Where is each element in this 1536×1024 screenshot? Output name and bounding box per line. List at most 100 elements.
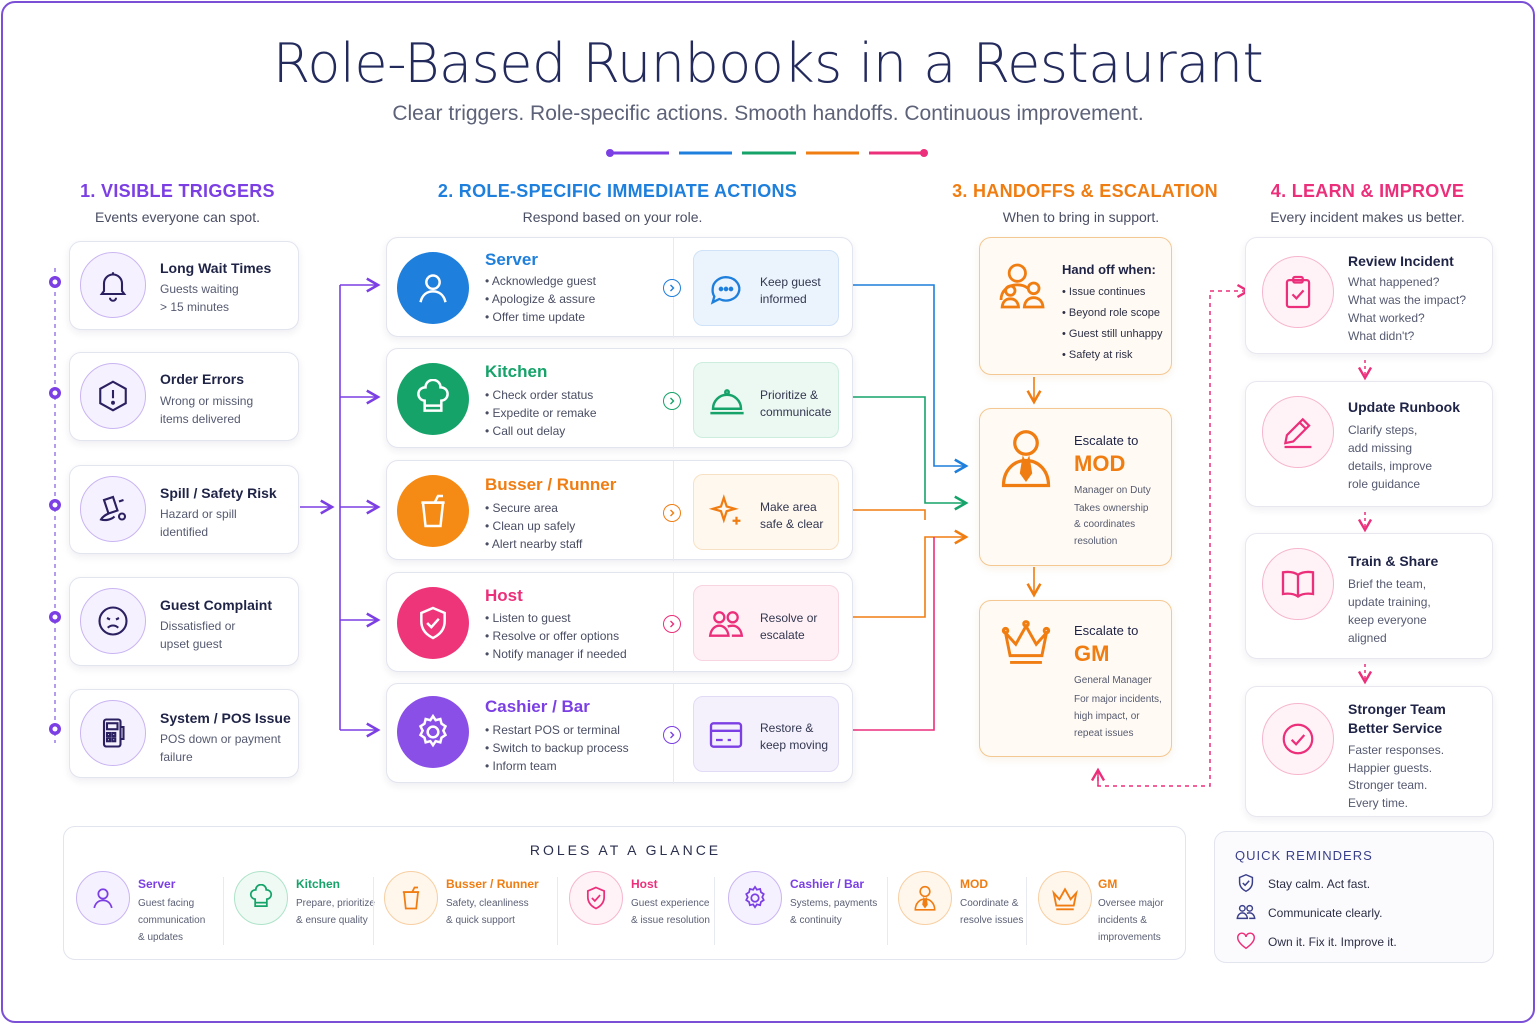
handoff-item: Issue continues [1062, 282, 1162, 303]
action-text: Resolve or [760, 611, 818, 625]
trigger-desc: Hazard or spill [160, 507, 237, 521]
role-step: Secure area [485, 499, 582, 517]
role-step: Clean up safely [485, 517, 582, 535]
glance-item-host: Host Guest experience& issue resolution [569, 867, 719, 951]
role-name: Server [485, 250, 538, 269]
escalate-label: Escalate to [1074, 623, 1139, 638]
learn-line: Every time. [1348, 796, 1409, 810]
action-box-server: Keep guest informed [693, 250, 839, 326]
section-heading-triggers: 1. VISIBLE TRIGGERS [80, 181, 275, 201]
role-steps: Check order status Expedite or remake Ca… [485, 386, 597, 440]
glance-name: Kitchen [296, 877, 341, 891]
section-heading-handoffs: 3. HANDOFFS & ESCALATION [952, 181, 1218, 201]
trigger-desc: Dissatisfied or [160, 619, 236, 633]
learn-line: What worked? [1348, 311, 1425, 325]
escalate-gm-desc: For major incidents, [1074, 694, 1162, 705]
section-sub-learn: Every incident makes us better. [1270, 209, 1465, 225]
role-step: Call out delay [485, 422, 597, 440]
glance-title: ROLES AT A GLANCE [529, 842, 722, 858]
role-steps: Secure area Clean up safely Alert nearby… [485, 499, 583, 553]
action-text: safe & clear [760, 517, 824, 531]
handoff-item: Guest still unhappy [1062, 324, 1163, 345]
learn-name: Stronger Team [1348, 701, 1446, 717]
section-heading-actions: 2. ROLE-SPECIFIC IMMEDIATE ACTIONS [437, 181, 798, 201]
handoff-title: Hand off when: [1062, 262, 1156, 277]
learn-line: details, improve [1348, 459, 1433, 473]
upset-face-icon [80, 588, 146, 654]
trigger-desc: upset guest [160, 637, 223, 651]
trigger-desc: Wrong or missing [160, 394, 254, 408]
section-heading-learn: 4. LEARN & IMPROVE [1270, 181, 1465, 201]
role-step: Check order status [485, 386, 597, 404]
role-step: Alert nearby staff [485, 535, 583, 553]
chevron-right-icon [663, 392, 681, 410]
learn-line: add missing [1348, 441, 1413, 455]
people-icon [1236, 904, 1256, 920]
role-name: Host [485, 586, 523, 605]
glance-item-cashier: Cashier / Bar Systems, payments& continu… [728, 867, 888, 951]
learn-line: Happier guests. [1348, 761, 1433, 775]
action-text: Keep guest [760, 275, 821, 289]
glance-item-mod: MOD Coordinate &resolve issues [898, 867, 1038, 951]
trigger-card-complaint: Guest Complaint Dissatisfied or upset gu… [69, 577, 299, 666]
learn-line: keep everyone [1348, 613, 1427, 627]
learn-line: Clarify steps, [1348, 423, 1418, 437]
manager-icon [898, 871, 952, 925]
heart-icon [1237, 932, 1255, 950]
action-text: Prioritize & [760, 388, 819, 402]
shield-check-icon [397, 587, 469, 659]
learn-name-2: Better Service [1348, 720, 1443, 736]
trigger-name: System / POS Issue [160, 710, 291, 726]
escalate-gm-desc: high impact, or [1074, 711, 1140, 722]
glance-name: Server [138, 877, 176, 891]
role-steps: Acknowledge guest Apologize & assure Off… [485, 272, 596, 326]
handoff-list: Issue continues Beyond role scope Guest … [1062, 282, 1163, 366]
action-box-kitchen: Prioritize & communicate [693, 362, 839, 438]
trigger-card-spill: Spill / Safety Risk Hazard or spill iden… [69, 465, 299, 554]
trigger-desc: identified [160, 525, 209, 539]
alert-icon [80, 363, 146, 429]
role-step: Resolve or offer options [485, 627, 627, 645]
open-book-icon [1262, 548, 1334, 620]
chef-hat-icon [234, 871, 288, 925]
escalate-mod-card: Escalate to MOD Manager on Duty Takes ow… [979, 408, 1172, 566]
trigger-desc: > 15 minutes [160, 300, 230, 314]
trigger-card-order-errors: Order Errors Wrong or missing items deli… [69, 352, 299, 441]
escalate-mod-desc: & coordinates [1074, 519, 1136, 530]
escalate-gm-full: General Manager [1074, 675, 1152, 686]
reminder-item: Stay calm. Act fast. [1268, 877, 1371, 891]
cup-icon [397, 475, 469, 547]
glance-name: Busser / Runner [446, 877, 539, 891]
role-step: Acknowledge guest [485, 272, 596, 290]
gear-icon [397, 696, 469, 768]
glance-name: Cashier / Bar [790, 877, 865, 891]
escalate-gm-desc: repeat issues [1074, 728, 1134, 739]
bell-icon [80, 252, 146, 318]
action-box-busser: Make area safe & clear [693, 474, 839, 550]
role-card-kitchen: Kitchen Check order status Expedite or r… [386, 348, 853, 449]
learn-line: What was the impact? [1348, 293, 1467, 307]
role-step: Switch to backup process [485, 739, 629, 757]
role-step: Restart POS or terminal [485, 721, 629, 739]
role-step: Expedite or remake [485, 404, 597, 422]
section-sub-triggers: Events everyone can spot. [95, 209, 260, 225]
learn-card-train: Train & Share Brief the team, update tra… [1245, 533, 1493, 659]
learn-line: Stronger team. [1348, 778, 1428, 792]
role-step: Notify manager if needed [485, 645, 627, 663]
gear-icon [728, 871, 782, 925]
escalate-gm-card: Escalate to GM General Manager For major… [979, 600, 1172, 757]
pencil-icon [1262, 396, 1334, 468]
role-step: Offer time update [485, 308, 596, 326]
chevron-right-icon [663, 279, 681, 297]
person-icon [397, 252, 469, 324]
escalate-mod-full: Manager on Duty [1074, 485, 1151, 496]
learn-card-update: Update Runbook Clarify steps, add missin… [1245, 381, 1493, 507]
role-card-busser: Busser / Runner Secure area Clean up saf… [386, 460, 853, 561]
learn-name: Update Runbook [1348, 399, 1460, 415]
glance-desc: Prepare, prioritize& ensure quality [296, 898, 375, 926]
chevron-right-icon [663, 726, 681, 744]
person-icon [76, 871, 130, 925]
handoff-item: Safety at risk [1062, 345, 1162, 366]
